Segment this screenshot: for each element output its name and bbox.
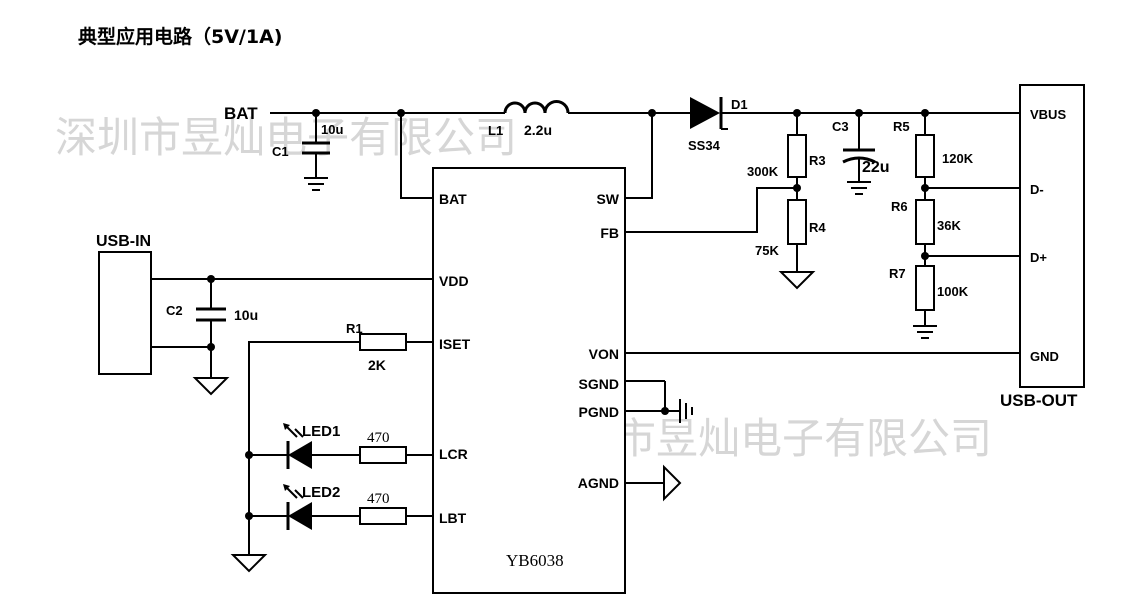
capacitor-c2 (192, 279, 230, 396)
r7-ref: R7 (889, 266, 906, 281)
pin-bat: BAT (439, 191, 467, 207)
usb-out-pin-vbus: VBUS (1030, 107, 1066, 122)
usb-out-pin-gnd: GND (1030, 349, 1059, 364)
agnd-ground (625, 464, 682, 502)
l1-value: 2.2u (524, 122, 552, 138)
r1-ref: R1 (346, 321, 363, 336)
led1-branch (249, 423, 433, 469)
l1-ref: L1 (488, 123, 503, 138)
led1-resistor-value: 470 (367, 430, 390, 446)
c2-value: 10u (234, 307, 258, 323)
chip-name: YB6038 (506, 551, 564, 570)
diagram-title: 典型应用电路（5V/1A) (78, 26, 283, 48)
capacitor-c3 (842, 113, 876, 195)
r3-ref: R3 (809, 153, 826, 168)
r6-ref: R6 (891, 199, 908, 214)
sgnd-pgnd-ground (625, 380, 693, 423)
c2-ref: C2 (166, 303, 183, 318)
led2-branch (249, 484, 433, 530)
d1-ref: D1 (731, 97, 748, 112)
bat-net-label: BAT (224, 104, 258, 123)
watermark-top: 深圳市昱灿电子有限公司 (55, 113, 517, 162)
d1-value: SS34 (688, 138, 721, 153)
c1-ref: C1 (272, 144, 289, 159)
r3-value: 300K (747, 164, 779, 179)
usb-out-pin-dminus: D- (1030, 182, 1044, 197)
led1-ref: LED1 (302, 423, 340, 440)
led2-ref: LED2 (302, 484, 340, 501)
r5-value: 120K (942, 151, 974, 166)
pin-vdd: VDD (439, 273, 469, 289)
c3-ref: C3 (832, 119, 849, 134)
c3-value: 22u (862, 159, 890, 176)
c1-value: 10u (321, 122, 343, 137)
pin-sw: SW (596, 191, 619, 207)
r7-value: 100K (937, 284, 969, 299)
sw-wire (625, 113, 653, 199)
usb-in-connector (98, 251, 152, 375)
pin-lbt: LBT (439, 510, 467, 526)
r5-ref: R5 (893, 119, 910, 134)
usb-out-connector (1019, 84, 1085, 388)
iset-network (230, 333, 433, 573)
pin-lcr: LCR (439, 446, 468, 462)
pin-iset: ISET (439, 336, 471, 352)
pin-pgnd: PGND (579, 404, 619, 420)
led2-resistor-value: 470 (367, 491, 390, 507)
usb-out-label: USB-OUT (1000, 391, 1078, 410)
usb-id-ladder (913, 113, 1020, 339)
r1-value: 2K (368, 357, 386, 373)
r6-value: 36K (937, 218, 961, 233)
feedback-divider (625, 113, 816, 290)
usb-out-pin-dplus: D+ (1030, 250, 1047, 265)
diode-d1 (690, 97, 728, 130)
pin-von: VON (589, 346, 619, 362)
pin-agnd: AGND (578, 475, 619, 491)
pin-fb: FB (600, 225, 619, 241)
pin-sgnd: SGND (579, 376, 619, 392)
r4-value: 75K (755, 243, 779, 258)
usb-in-label: USB-IN (96, 233, 151, 250)
inductor-l1 (503, 100, 570, 114)
r4-ref: R4 (809, 220, 826, 235)
capacitor-c1 (302, 113, 330, 191)
bat-pin-wire (400, 113, 433, 199)
chip-yb6038 (432, 167, 626, 594)
